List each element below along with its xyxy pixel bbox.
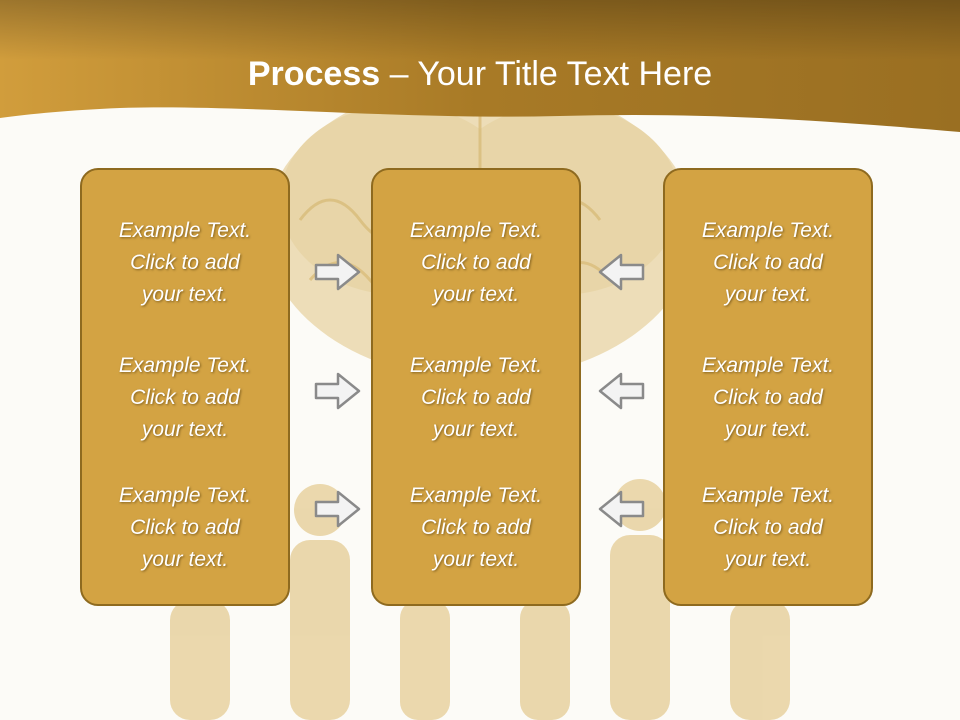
text-item[interactable]: Example Text. Click to add your text. — [701, 484, 835, 571]
text-item[interactable]: Example Text. Click to add your text. — [118, 219, 252, 306]
text-item[interactable]: Example Text. Click to add your text. — [409, 219, 543, 306]
slide-title[interactable]: Process – Your Title Text Here — [0, 52, 960, 96]
text-item[interactable]: Example Text. Click to add your text. — [118, 484, 252, 571]
arrow-right-icon — [314, 490, 361, 528]
arrow-right-icon — [314, 253, 361, 291]
header-band — [0, 0, 960, 132]
arrow-left-icon — [598, 372, 645, 410]
text-box-right[interactable]: Example Text. Click to add your text. Ex… — [663, 168, 873, 606]
text-item[interactable]: Example Text. Click to add your text. — [409, 354, 543, 441]
text-box-middle[interactable]: Example Text. Click to add your text. Ex… — [371, 168, 581, 606]
text-item[interactable]: Example Text. Click to add your text. — [118, 354, 252, 441]
text-item[interactable]: Example Text. Click to add your text. — [701, 354, 835, 441]
text-box-left[interactable]: Example Text. Click to add your text. Ex… — [80, 168, 290, 606]
title-bold: Process — [247, 55, 381, 93]
arrow-left-icon — [598, 253, 645, 291]
arrow-right-icon — [314, 372, 361, 410]
text-item[interactable]: Example Text. Click to add your text. — [409, 484, 543, 571]
title-rest: – Your Title Text Here — [380, 55, 713, 93]
text-item[interactable]: Example Text. Click to add your text. — [701, 219, 835, 306]
arrow-left-icon — [598, 490, 645, 528]
